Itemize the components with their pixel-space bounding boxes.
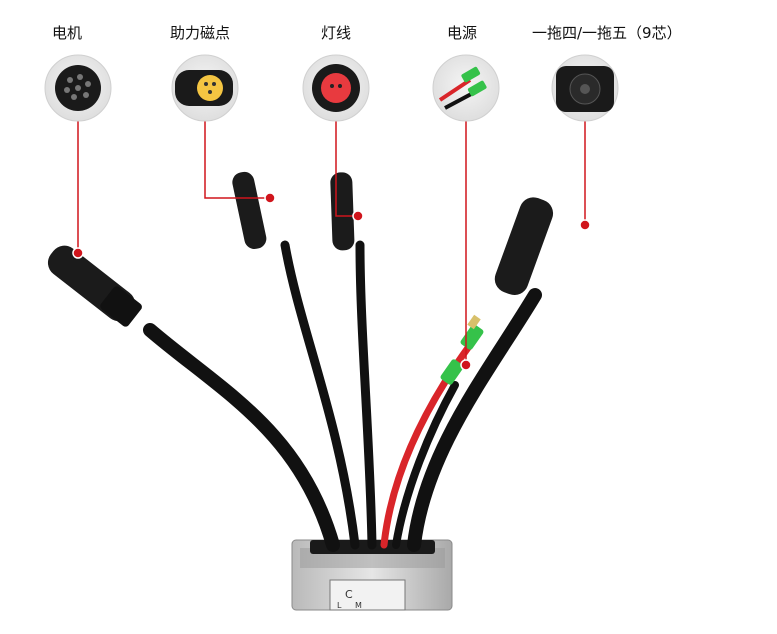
light-connector xyxy=(330,172,355,251)
pointer-dots xyxy=(72,192,591,371)
pointer-lines xyxy=(77,121,586,365)
controller-label-c: C xyxy=(345,588,353,601)
motor-detail xyxy=(44,54,112,122)
black-power-wire xyxy=(392,381,459,549)
label-display: 一拖四/一拖五（9芯） xyxy=(532,24,682,42)
controller-box: C M L xyxy=(291,539,453,611)
display-connector xyxy=(494,197,554,296)
motor-connector xyxy=(47,245,142,327)
controller-label-m: M xyxy=(355,601,362,610)
detail-circles xyxy=(44,54,619,122)
controller-label-l: L xyxy=(337,601,342,610)
light-cable xyxy=(355,240,377,550)
assist-detail xyxy=(171,54,239,122)
display-cable xyxy=(407,288,542,552)
motor-cable xyxy=(143,323,340,552)
light-detail xyxy=(302,54,370,122)
label-assist-sensor: 助力磁点 xyxy=(170,24,231,42)
label-motor: 电机 xyxy=(52,24,83,42)
label-power: 电源 xyxy=(447,24,478,42)
label-light-wire: 灯线 xyxy=(321,24,352,42)
display-detail xyxy=(551,54,619,122)
assist-cable xyxy=(280,240,360,550)
cables xyxy=(143,240,542,552)
connectors xyxy=(47,171,554,385)
power-detail xyxy=(432,54,500,122)
assist-connector xyxy=(232,171,267,250)
